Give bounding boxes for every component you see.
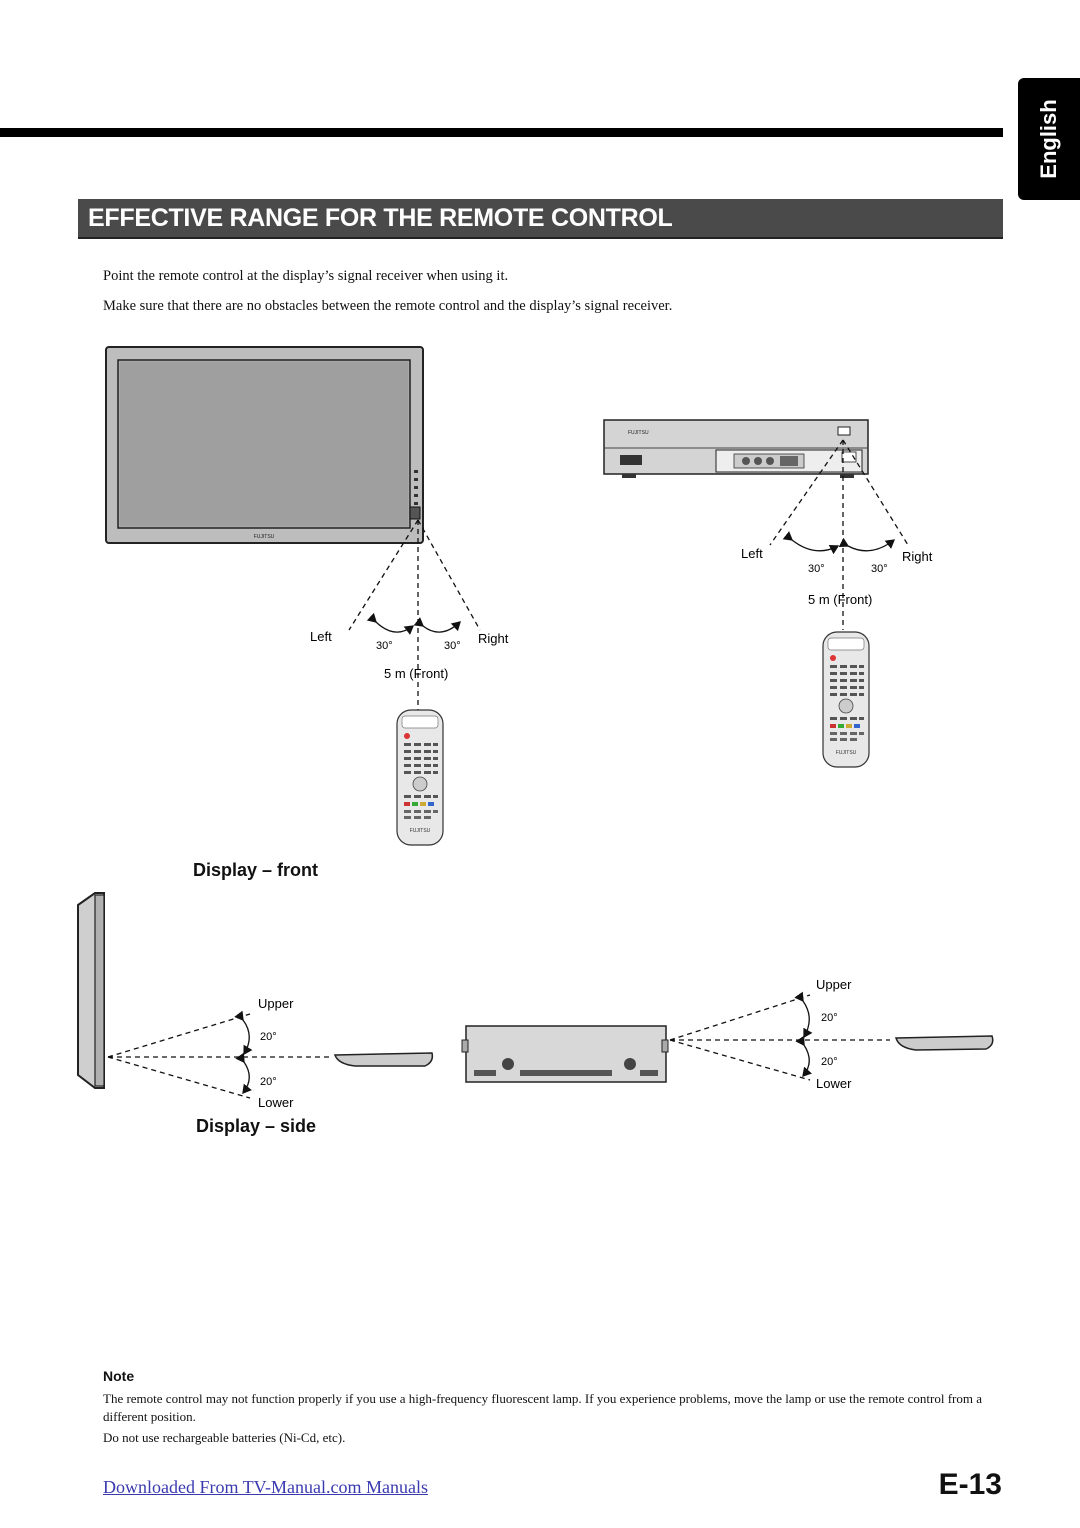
page-number: E-13 — [938, 1468, 1002, 1501]
receiver-left-angle: 30° — [808, 563, 825, 575]
receiver-distance-label: 5 m (Front) — [808, 592, 872, 607]
receiver-right-label: Right — [902, 549, 933, 564]
caption-display-side: Display – side — [196, 1116, 317, 1136]
display-side-illustration — [77, 892, 105, 1089]
header-rule — [0, 128, 1003, 137]
receiver-lower-angle: 20° — [821, 1056, 838, 1068]
side-upper-label: Upper — [258, 996, 294, 1011]
note-line-1: The remote control may not function prop… — [103, 1391, 983, 1424]
receiver-upper-label: Upper — [816, 977, 852, 992]
caption-display-front: Display – front — [193, 860, 319, 880]
language-tab: English — [1018, 78, 1080, 200]
section-title-bar: EFFECTIVE RANGE FOR THE REMOTE CONTROL — [78, 199, 1003, 239]
note-line-2: Do not use rechargeable batteries (Ni-Cd… — [103, 1430, 346, 1445]
intro-paragraph-1: Point the remote control at the display’… — [103, 268, 509, 284]
footer-download-link[interactable]: Downloaded From TV-Manual.com Manuals — [103, 1477, 428, 1497]
receiver-right-angle: 30° — [871, 563, 888, 575]
intro-paragraph-2: Make sure that there are no obstacles be… — [103, 298, 673, 314]
svg-text:FUJITSU: FUJITSU — [628, 430, 649, 436]
receiver-side-illustration — [461, 1025, 669, 1083]
note-heading: Note — [103, 1368, 135, 1384]
remote-control-front — [396, 709, 444, 846]
display-front-illustration: FUJITSU — [105, 346, 424, 544]
receiver-left-label: Left — [741, 546, 763, 561]
front-right-label: Right — [478, 631, 509, 646]
page-title: EFFECTIVE RANGE FOR THE REMOTE CONTROL — [88, 204, 673, 232]
svg-text:FUJITSU: FUJITSU — [254, 534, 275, 540]
front-left-label: Left — [310, 629, 332, 644]
side-lower-label: Lower — [258, 1095, 294, 1110]
side-lower-angle: 20° — [260, 1076, 277, 1088]
front-right-angle: 30° — [444, 640, 461, 652]
front-left-angle: 30° — [376, 640, 393, 652]
remote-side-receiver — [894, 1035, 994, 1051]
side-upper-angle: 20° — [260, 1031, 277, 1043]
remote-side-display — [333, 1052, 434, 1067]
receiver-upper-angle: 20° — [821, 1012, 838, 1024]
receiver-front-illustration: FUJITSU — [603, 419, 869, 478]
front-distance-label: 5 m (Front) — [384, 666, 448, 681]
remote-control-receiver — [822, 631, 870, 768]
receiver-lower-label: Lower — [816, 1076, 852, 1091]
